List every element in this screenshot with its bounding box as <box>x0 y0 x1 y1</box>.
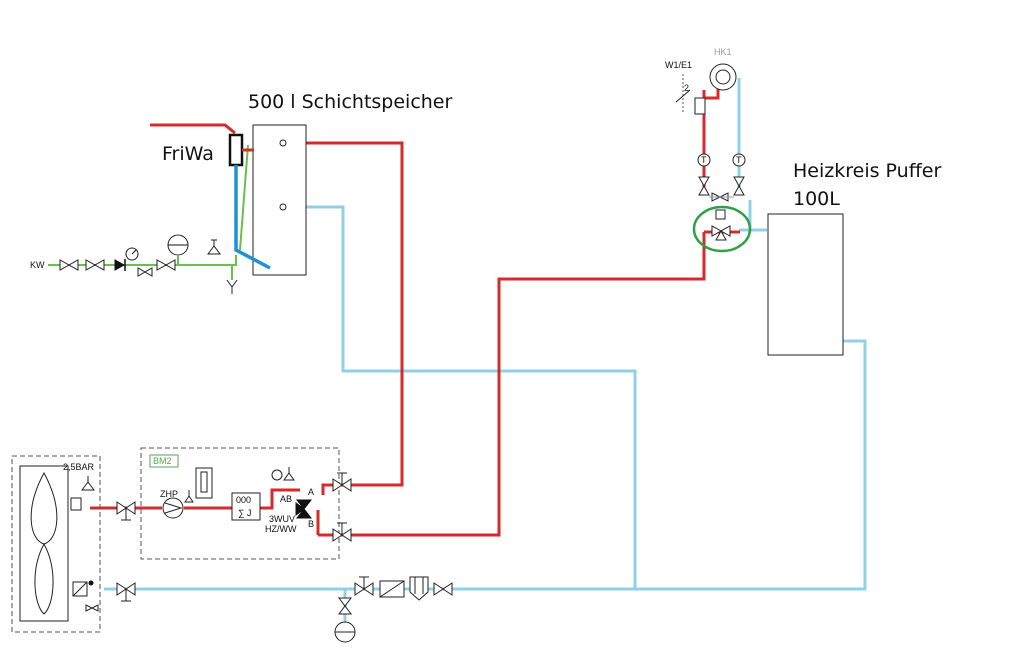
buffer-label: Heizkreis Puffer <box>793 160 941 182</box>
storage-tank-label: 500 l Schichtspeicher <box>248 91 452 113</box>
circulation-pump-icon <box>162 497 184 519</box>
buffer-tank <box>767 213 844 356</box>
friwa-blue-pipe <box>234 165 271 270</box>
w1e1-label: W1/E1 <box>665 60 692 70</box>
valve-icon <box>156 259 176 271</box>
cold-return-pipes <box>104 78 867 591</box>
mixing-valve-actuator-icon <box>715 209 726 220</box>
pressure-reducer-icon <box>137 267 153 277</box>
heat-meter-box <box>231 492 261 521</box>
fan-blade-icon <box>30 471 58 615</box>
kw-label: KW <box>30 260 45 270</box>
sensor-number-label: 2 <box>684 83 689 93</box>
temp-right-label: T <box>736 155 742 165</box>
valve-ab-label: AB <box>280 494 292 504</box>
return-valve-2-icon <box>433 582 453 596</box>
temp-left-label: T <box>701 155 707 165</box>
heat-pump-safety-valve-icon <box>81 476 95 491</box>
temp-sensor-right-icon <box>732 153 746 167</box>
friwa-label: FriWa <box>162 143 214 165</box>
temp-sensor-left-icon <box>697 153 711 167</box>
valve-a-label: A <box>308 487 314 497</box>
tank-cold-port <box>279 203 287 211</box>
heat-meter-sum: ∑ J <box>238 508 251 518</box>
drain-funnel-icon <box>226 279 238 294</box>
magnetic-filter-icon <box>409 576 429 601</box>
zhp-label: ZHP <box>160 489 178 499</box>
check-valve-icon <box>85 259 105 271</box>
bm2-pressure-gauge-icon <box>271 469 283 481</box>
three-way-valve-icon <box>295 499 313 519</box>
hk1-label: HK1 <box>714 47 732 57</box>
heat-meter-value: 000 <box>236 495 251 505</box>
storage-tank <box>252 124 307 276</box>
bm2-module <box>140 447 340 560</box>
heat-pump-flow-port <box>70 497 82 511</box>
valve-b-label: B <box>308 519 314 529</box>
cold-water-pipe <box>48 255 237 266</box>
tank-hot-port <box>279 139 287 147</box>
bm2-safety-valve-icon <box>283 467 295 481</box>
hk-valve-left-icon <box>698 176 710 196</box>
shutoff-valve-icon <box>59 259 79 271</box>
valve-mode-label: HZ/WW <box>265 524 297 534</box>
highlight-circle <box>692 205 752 253</box>
mixing-valve-icon <box>711 225 731 241</box>
bm2-label: BM2 <box>153 456 172 466</box>
friwa-heat-exchanger <box>228 133 244 167</box>
hk-valve-right-icon <box>733 176 745 196</box>
mixer-motor-icon <box>694 97 706 115</box>
air-vent-icon <box>184 490 194 503</box>
heat-pump-unit <box>11 455 101 633</box>
bm2-tag <box>149 454 179 468</box>
safety-valve-icon <box>207 239 221 255</box>
backflow-preventer-icon <box>114 259 126 271</box>
friwa-green-pipe <box>239 144 249 251</box>
heat-pump-fan-housing <box>19 465 69 622</box>
pressure-label: 2,5BAR <box>63 462 95 472</box>
buffer-volume-label: 100L <box>793 188 840 210</box>
valve-type-label: 3WUV <box>269 514 295 524</box>
expansion-vessel-valve-icon <box>338 597 352 615</box>
